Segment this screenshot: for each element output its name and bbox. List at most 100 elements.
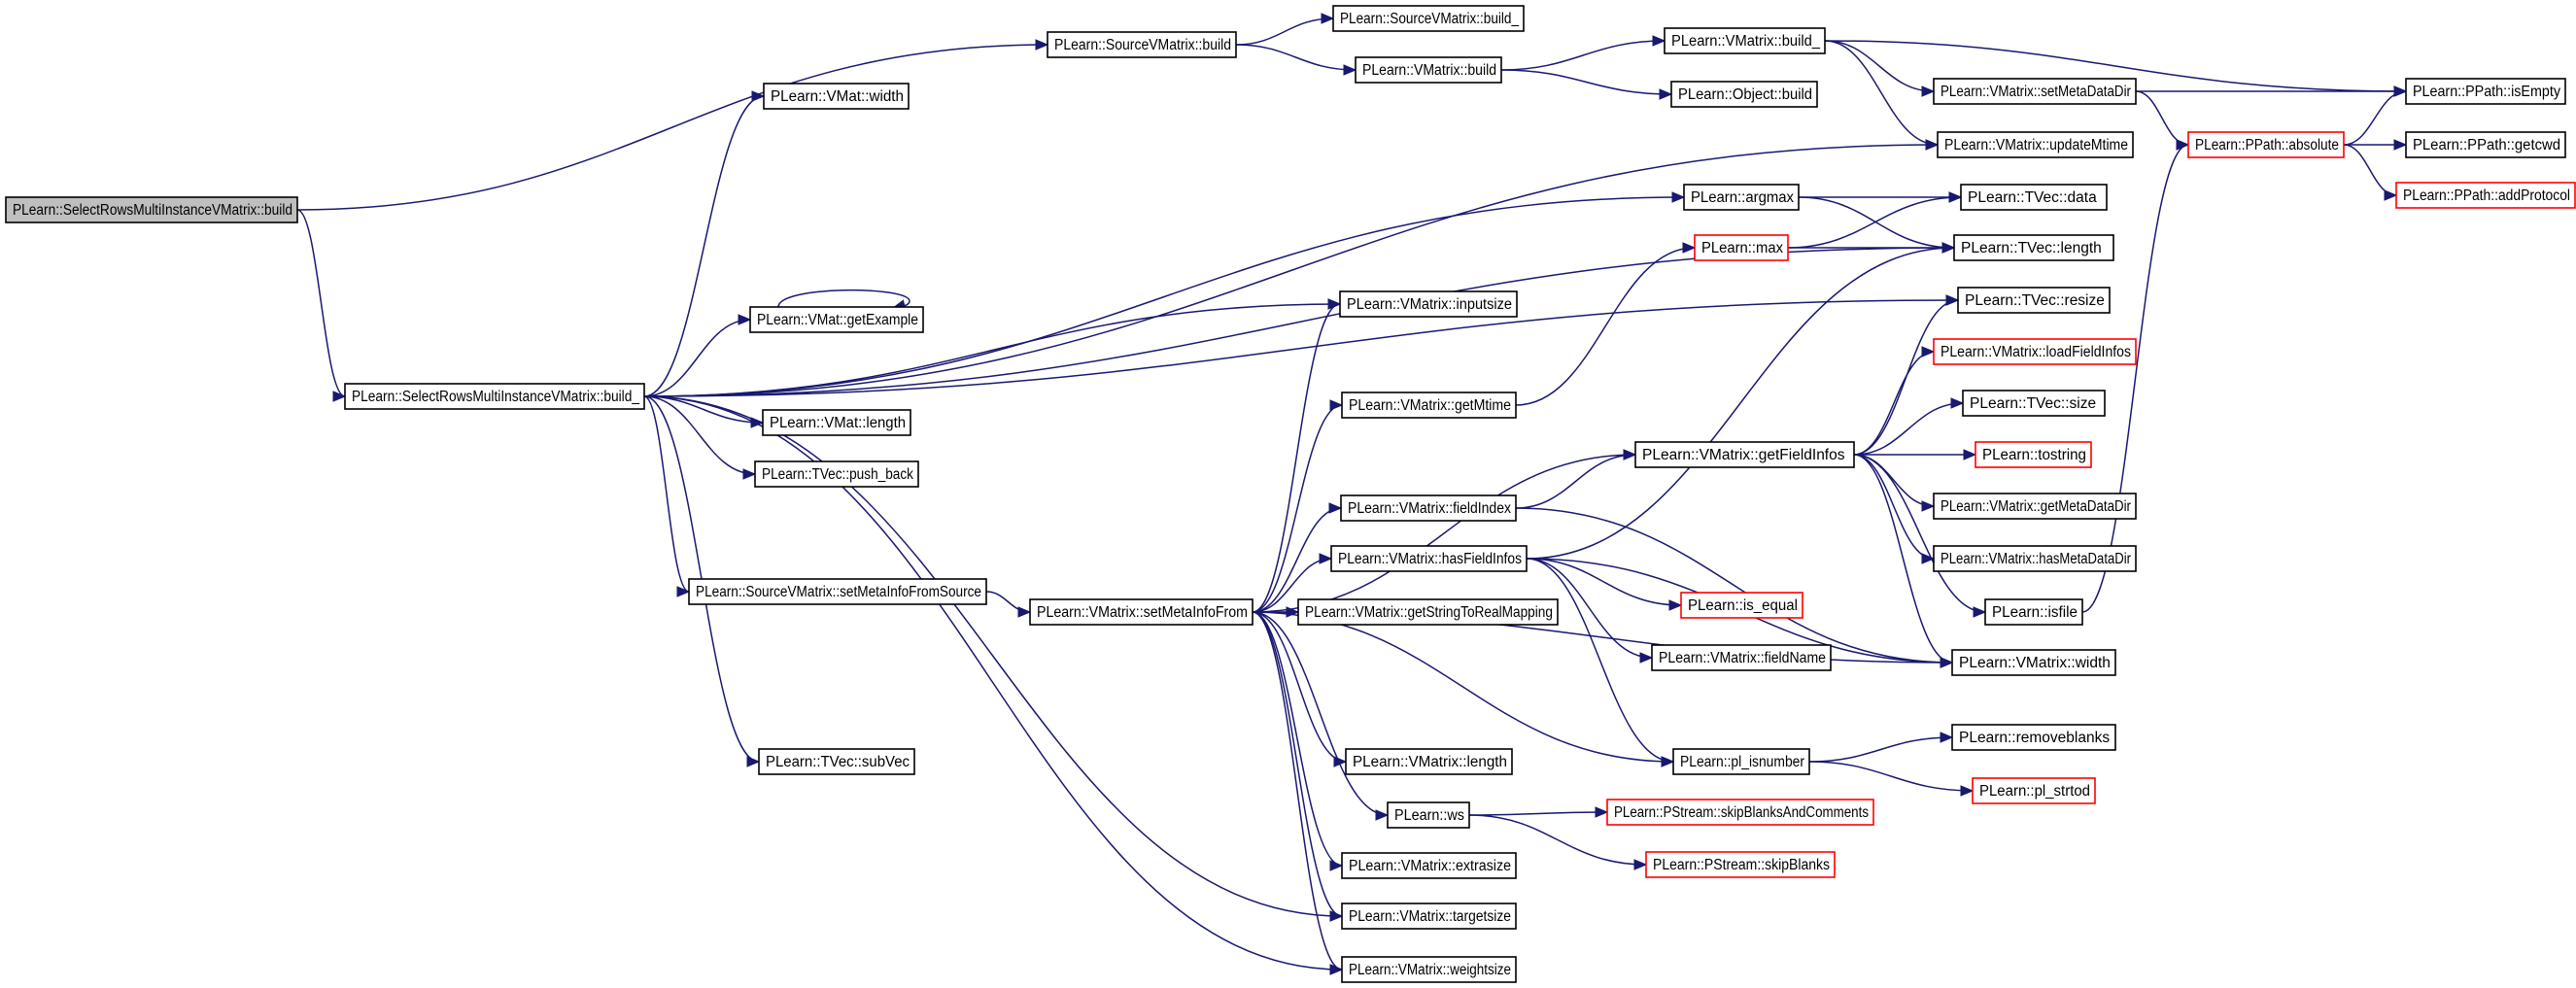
- node-plearn-vmatrix-build[interactable]: PLearn::VMatrix::build_: [1664, 27, 1826, 54]
- node-plearn-ppath-isempty[interactable]: PLearn::PPath::isEmpty: [2405, 78, 2566, 105]
- node-plearn-vmatrix-length[interactable]: PLearn::VMatrix::length: [1345, 748, 1513, 775]
- node-plearn-vmatrix-weightsize[interactable]: PLearn::VMatrix::weightsize: [1341, 956, 1517, 983]
- node-plearn-pstream-skipblanksandcomments[interactable]: PLearn::PStream::skipBlanksAndComments: [1606, 799, 1874, 826]
- node-plearn-vmatrix-setmetadatadir[interactable]: PLearn::VMatrix::setMetaDataDir: [1933, 78, 2137, 105]
- node-plearn-pl-isnumber[interactable]: PLearn::pl_isnumber: [1672, 748, 1810, 775]
- edge-getFieldInfos-to-tvec_size: [1853, 397, 1965, 456]
- node-label: PLearn::VMat::width: [771, 88, 904, 105]
- arrowhead: [746, 756, 761, 767]
- node-plearn-vmatrix-setmetainfofrom[interactable]: PLearn::VMatrix::setMetaInfoFrom: [1029, 598, 1254, 626]
- node-label: PLearn::VMatrix::weightsize: [1349, 962, 1511, 978]
- node-label: PLearn::Object::build: [1678, 86, 1812, 103]
- node-plearn-vmatrix-getmtime[interactable]: PLearn::VMatrix::getMtime: [1341, 392, 1517, 419]
- node-plearn-vmatrix-loadfieldinfos[interactable]: PLearn::VMatrix::loadFieldInfos: [1933, 338, 2137, 365]
- node-plearn-vmatrix-fieldname[interactable]: PLearn::VMatrix::fieldName: [1651, 644, 1832, 671]
- node-plearn-tvec-size[interactable]: PLearn::TVec::size: [1962, 390, 2106, 417]
- node-plearn-vmatrix-getfieldinfos[interactable]: PLearn::VMatrix::getFieldInfos: [1634, 441, 1855, 468]
- node-plearn-tvec-length[interactable]: PLearn::TVec::length: [1953, 234, 2114, 261]
- edge-getMtime-to-max: [1515, 242, 1697, 406]
- node-plearn-is-equal[interactable]: PLearn::is_equal: [1680, 592, 1803, 619]
- node-plearn-vmatrix-build[interactable]: PLearn::VMatrix::build: [1355, 56, 1502, 84]
- edge-line: [1252, 404, 1343, 613]
- node-plearn-vmat-length[interactable]: PLearn::VMat::length: [762, 409, 911, 436]
- node-label: PLearn::VMatrix::getMetaDataDir: [1941, 498, 2131, 515]
- node-label: PLearn::VMatrix::fieldIndex: [1348, 500, 1511, 517]
- node-plearn-ws[interactable]: PLearn::ws: [1387, 801, 1470, 829]
- node-box: [1341, 852, 1517, 879]
- node-box: [2395, 182, 2576, 209]
- node-label: PLearn::VMatrix::hasMetaDataDir: [1941, 551, 2131, 567]
- node-plearn-vmatrix-getmetadatadir[interactable]: PLearn::VMatrix::getMetaDataDir: [1933, 493, 2137, 520]
- arrowhead: [1659, 88, 1673, 100]
- edge-setMetaInfoFrom-to-ws: [1252, 611, 1390, 821]
- edge-pl_isnumber-to-pl_strtod: [1808, 761, 1975, 797]
- edge-line: [1808, 736, 1953, 763]
- node-plearn-tvec-subvec[interactable]: PLearn::TVec::subVec: [758, 748, 915, 775]
- edge-line: [643, 395, 756, 475]
- node-plearn-tvec-resize[interactable]: PLearn::TVec::resize: [1957, 287, 2111, 314]
- node-plearn-tostring[interactable]: PLearn::tostring: [1975, 441, 2092, 468]
- arrowhead: [1639, 652, 1654, 664]
- node-plearn-argmax[interactable]: PLearn::argmax: [1683, 184, 1800, 211]
- node-box: [1957, 287, 2111, 314]
- node-plearn-vmat-getexample[interactable]: PLearn::VMat::getExample: [749, 306, 924, 333]
- edge-line: [1235, 17, 1334, 46]
- node-plearn-ppath-addprotocol[interactable]: PLearn::PPath::addProtocol: [2395, 182, 2576, 209]
- node-plearn-vmatrix-getstringtorealmapping[interactable]: PLearn::VMatrix::getStringToRealMapping: [1297, 598, 1559, 626]
- node-box: [1680, 592, 1803, 619]
- node-plearn-removeblanks[interactable]: PLearn::removeblanks: [1951, 724, 2116, 751]
- node-label: PLearn::removeblanks: [1959, 730, 2110, 746]
- edge-line: [1500, 40, 1666, 71]
- node-plearn-vmatrix-updatemtime[interactable]: PLearn::VMatrix::updateMtime: [1937, 131, 2134, 158]
- node-plearn-object-build[interactable]: PLearn::Object::build: [1670, 81, 1818, 108]
- node-plearn-vmatrix-width[interactable]: PLearn::VMatrix::width: [1951, 649, 2116, 676]
- edge-line: [296, 209, 346, 397]
- edge-vm_build-to-obj_build: [1500, 69, 1673, 100]
- node-plearn-vmatrix-inputsize[interactable]: PLearn::VMatrix::inputsize: [1339, 290, 1518, 318]
- node-plearn-vmatrix-hasfieldinfos[interactable]: PLearn::VMatrix::hasFieldInfos: [1330, 545, 1528, 572]
- node-label: PLearn::VMatrix::targetsize: [1349, 908, 1511, 925]
- edge-line: [1252, 303, 1341, 613]
- node-box: [1672, 748, 1810, 775]
- edge-getFieldInfos-to-tostring: [1854, 449, 1977, 460]
- node-plearn-vmat-width[interactable]: PLearn::VMat::width: [763, 83, 910, 110]
- arrowhead: [1940, 732, 1954, 743]
- edge-line: [643, 395, 1343, 971]
- node-box: [762, 409, 911, 436]
- node-label: PLearn::TVec::push_back: [762, 466, 913, 483]
- node-plearn-sourcevmatrix-setmetainfofromsource[interactable]: PLearn::SourceVMatrix::setMetaInfoFromSo…: [688, 578, 987, 605]
- arrowhead: [1328, 502, 1343, 514]
- node-label: PLearn::TVec::subVec: [766, 754, 910, 770]
- node-label: PLearn::SelectRowsMultiInstanceVMatrix::…: [13, 202, 292, 219]
- node-plearn-tvec-data[interactable]: PLearn::TVec::data: [1960, 184, 2108, 211]
- node-box: [1341, 392, 1517, 419]
- arrowhead: [751, 90, 766, 102]
- node-plearn-vmatrix-fieldindex[interactable]: PLearn::VMatrix::fieldIndex: [1340, 494, 1517, 522]
- node-plearn-selectrowsmultiinstancevmatrix-build[interactable]: PLearn::SelectRowsMultiInstanceVMatrix::…: [5, 196, 298, 223]
- node-plearn-vmatrix-extrasize[interactable]: PLearn::VMatrix::extrasize: [1341, 852, 1517, 879]
- node-plearn-max[interactable]: PLearn::max: [1694, 234, 1789, 261]
- node-label: PLearn::isfile: [1992, 604, 2078, 621]
- arrowhead: [1327, 298, 1342, 310]
- node-plearn-pstream-skipblanks[interactable]: PLearn::PStream::skipBlanks: [1645, 851, 1836, 878]
- node-plearn-vmatrix-hasmetadatadir[interactable]: PLearn::VMatrix::hasMetaDataDir: [1933, 545, 2137, 572]
- node-plearn-selectrowsmultiinstancevmatrix-build[interactable]: PLearn::SelectRowsMultiInstanceVMatrix::…: [344, 383, 645, 410]
- arrowhead: [1925, 139, 1940, 151]
- node-plearn-ppath-getcwd[interactable]: PLearn::PPath::getcwd: [2405, 131, 2566, 158]
- node-plearn-sourcevmatrix-build[interactable]: PLearn::SourceVMatrix::build_: [1332, 5, 1525, 32]
- node-plearn-ppath-absolute[interactable]: PLearn::PPath::absolute: [2187, 131, 2345, 158]
- edge-line: [1853, 454, 1986, 613]
- node-box: [1975, 441, 2092, 468]
- node-plearn-sourcevmatrix-build[interactable]: PLearn::SourceVMatrix::build: [1047, 31, 1237, 58]
- node-plearn-vmatrix-targetsize[interactable]: PLearn::VMatrix::targetsize: [1341, 903, 1517, 930]
- node-plearn-tvec-push-back[interactable]: PLearn::TVec::push_back: [754, 460, 919, 488]
- node-plearn-pl-strtod[interactable]: PLearn::pl_strtod: [1972, 777, 2096, 804]
- node-plearn-isfile[interactable]: PLearn::isfile: [1984, 598, 2083, 626]
- edge-b_-to-push_back: [643, 395, 757, 480]
- edge-absolute-to-getcwd: [2343, 139, 2408, 151]
- edge-line: [1526, 558, 1674, 763]
- arrowhead: [1319, 553, 1333, 564]
- arrowhead: [738, 314, 752, 325]
- node-label: PLearn::VMatrix::setMetaDataDir: [1941, 84, 2131, 100]
- edge-svm_build-to-vm_build: [1235, 44, 1357, 76]
